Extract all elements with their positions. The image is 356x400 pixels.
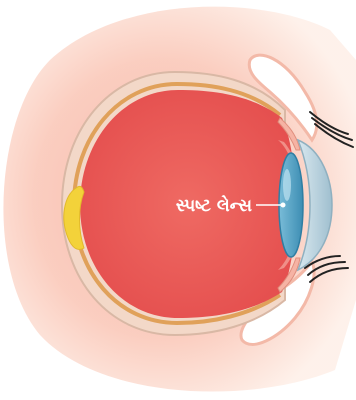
lens-highlight xyxy=(283,169,291,201)
lens-label: સ્પષ્ટ લેન્સ xyxy=(176,194,252,216)
lens-pointer-dot xyxy=(281,203,286,208)
